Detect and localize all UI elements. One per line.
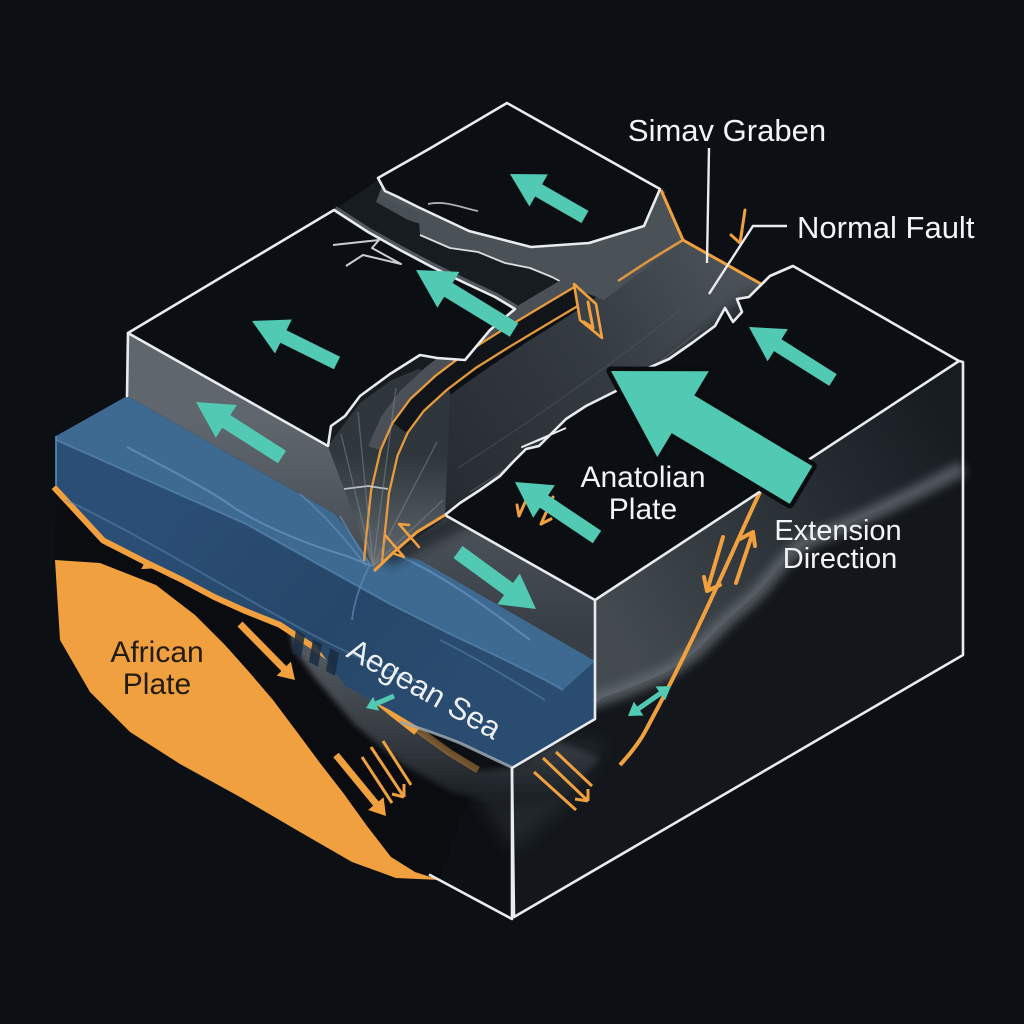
svg-text:Plate: Plate xyxy=(123,668,191,701)
svg-text:Anatolian: Anatolian xyxy=(580,461,705,494)
svg-text:Plate: Plate xyxy=(609,493,677,526)
svg-text:Simav Graben: Simav Graben xyxy=(628,113,826,148)
svg-text:Extension: Extension xyxy=(774,515,901,547)
svg-text:Direction: Direction xyxy=(783,543,897,575)
svg-text:African: African xyxy=(110,636,203,669)
svg-text:Normal Fault: Normal Fault xyxy=(797,210,975,245)
